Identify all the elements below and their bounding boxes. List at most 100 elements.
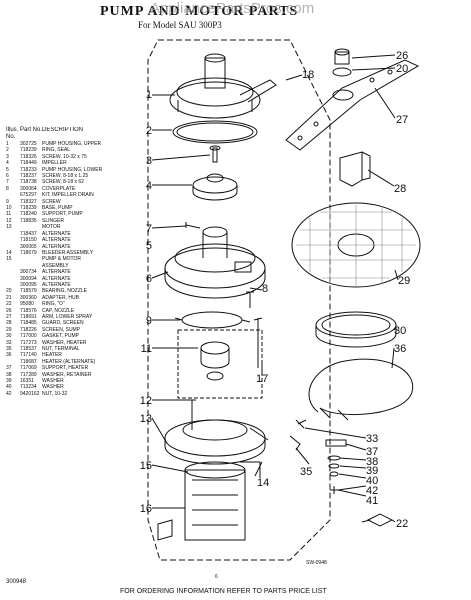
description-cell: ALTERNATE [42,243,71,250]
callout-11: 11 [141,343,152,355]
illus-no-cell: 13 [6,224,12,231]
illus-no-cell: 8 [6,185,9,192]
hub-adapter-part [361,513,394,527]
description-cell: WASHER, HEATER [42,339,87,346]
description-cell: SCREW [42,198,61,205]
description-cell: WASHER [42,378,64,385]
callout-18: 18 [302,69,314,81]
illus-no-cell: 10 [6,205,12,212]
part-no-cell: 9420162 [20,390,40,397]
callout-26: 26 [396,50,408,62]
callout-numbers-left: 1 2 3 4 5 6 7 9 11 12 13 15 16 [140,89,152,515]
header-illus-no: Illus. No. [6,127,19,140]
model-line: For Model SAU 300P3 [138,20,222,30]
part-no-cell: 717000 [20,333,37,340]
description-cell: NUT, 10-32 [42,390,68,397]
illus-no-cell: 5 [6,166,9,173]
callout-5: 5 [146,240,152,252]
illus-no-cell: 27 [6,313,12,320]
callout-13: 13 [140,413,152,425]
illus-no-cell: 7 [6,179,9,186]
header-description: DESCRIPTION [42,127,84,133]
description-cell: ASSEMBLY [42,262,69,269]
description-cell: SCREW, 10-32 x 75 [42,153,87,160]
callout-39: 39 [366,465,378,477]
description-cell: ALTERNATE [42,281,71,288]
callout-20: 20 [396,63,408,75]
description-cell: RING, SEAL [42,147,71,154]
part-no-cell: 302725 [20,141,37,147]
pump-base-part [177,317,263,399]
page-title: PUMP AND MOTOR PARTS [100,4,299,19]
part-no-cell: 718237 [20,173,37,180]
part-no-cell: 300064 [20,185,37,192]
callout-40: 40 [366,475,378,487]
description-cell: BLEEDER ASSEMBLY [42,249,94,256]
illus-no-cell: 11 [6,211,12,218]
table-row: 9 718327 SCREW [6,199,151,205]
description-cell: WASHER [42,384,64,391]
motor-part [157,461,246,541]
description-cell: IMPELLER [42,160,67,167]
heater-washer-part [295,419,307,429]
callout-9: 9 [146,315,152,327]
description-cell: SCREW, 8-18 x 1.25 [42,173,89,180]
heater-part [308,358,414,421]
illus-no-cell: 6 [6,173,9,180]
bleeder-assembly-part [240,461,261,478]
callout-15: 15 [140,460,152,472]
illus-no-cell: 29 [6,326,12,333]
callout-7: 7 [146,223,152,235]
illus-no-cell: 36 [6,352,12,359]
description-cell: ALTERNATE [42,269,71,276]
callout-numbers-right: 18 26 20 27 28 29 30 36 33 35 37 38 39 4… [300,50,410,530]
description-cell: SCREEN, SUMP [42,326,81,333]
housing-screw-part [185,222,201,229]
description-cell: ALTERNATE [42,230,71,237]
callout-8: 8 [262,283,268,295]
illus-no-cell: 12 [6,217,12,224]
description-cell: GUARD, SCREEN [42,320,84,327]
description-cell: WASHER, RETAINER [42,371,92,378]
callout-33: 33 [366,433,378,445]
description-cell: ARM, LOWER SPRAY [42,313,93,320]
illus-no-cell: 9 [6,198,9,205]
part-no-cell: 300065 [20,243,37,250]
screen-guard-part [339,151,371,187]
parts-table-header: Illus. No. Part No. DESCRIPTION [6,127,151,141]
terminal-nut-part [289,435,301,451]
description-cell: PUMP HOUSING, LOWER [42,166,103,173]
illus-no-cell: 1 [6,141,9,147]
callout-14: 14 [257,477,269,489]
table-row: 6 718237 SCREW, 8-18 x 1.25 [6,173,151,179]
table-row: ASSEMBLY [6,263,151,269]
page-code: 300948 [6,579,27,585]
pump-base-plate-part [164,419,269,465]
part-no-cell: 718226 [20,326,37,333]
callout-36: 36 [394,343,406,355]
part-no-cell: 718327 [20,198,37,205]
lower-pump-housing-part [164,226,266,299]
description-cell: ADAPTER, HUB [42,294,79,301]
description-cell: SUPPORT, HEATER [42,365,89,372]
